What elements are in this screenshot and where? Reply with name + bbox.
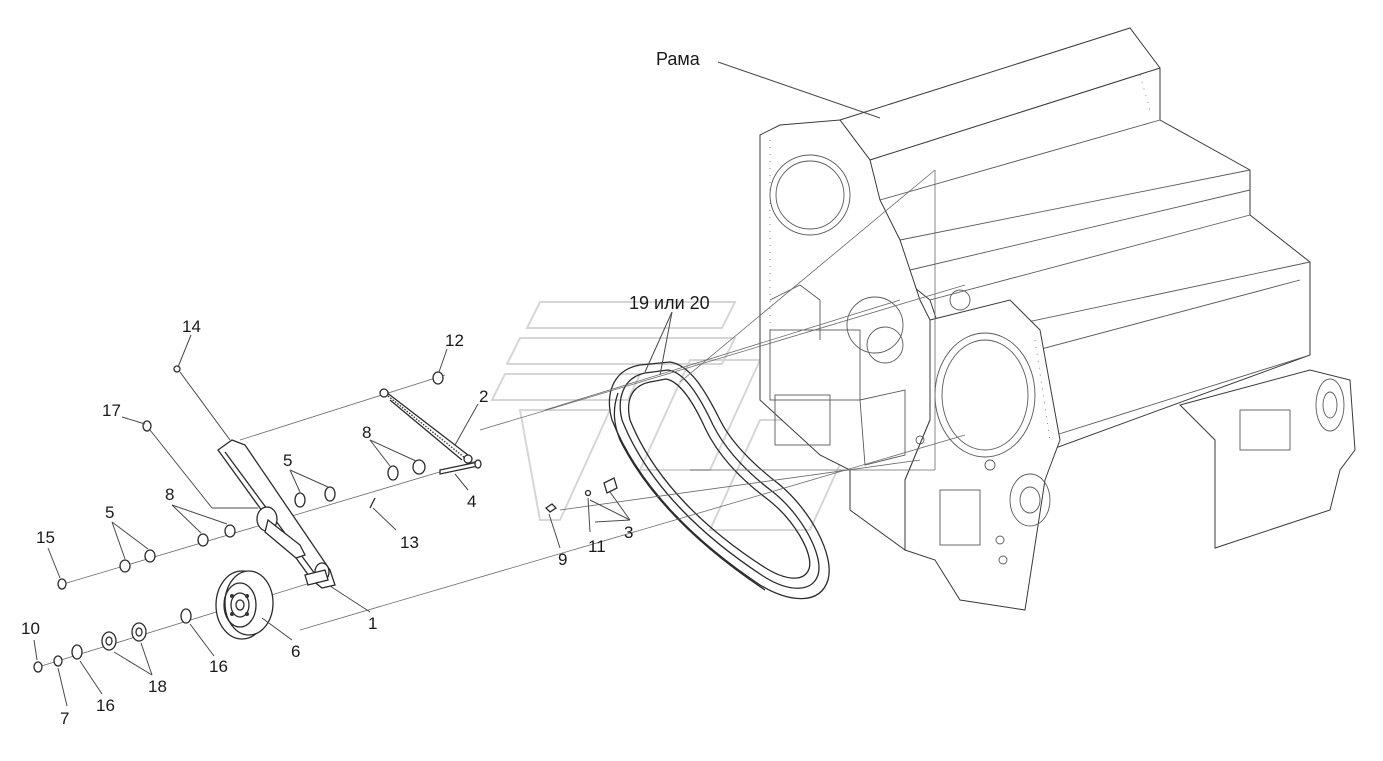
- callout-8-upper: 8: [362, 423, 371, 442]
- callout-5-lower: 5: [105, 503, 114, 522]
- callout-leaders: [33, 334, 631, 707]
- belt-leader-2: [659, 311, 673, 376]
- callout-2: 2: [479, 387, 488, 406]
- nut-12: [432, 371, 444, 385]
- belt-label: 19 или 20: [629, 293, 710, 313]
- callout-7: 7: [60, 709, 69, 728]
- tension-spring: [379, 388, 473, 464]
- tensioner-arm: [217, 439, 336, 589]
- callout-4: 4: [467, 492, 476, 511]
- pin-14: [173, 365, 181, 373]
- callout-16-left: 16: [96, 696, 115, 715]
- frame-label: Рама: [656, 49, 701, 69]
- idler-pulley: [215, 570, 274, 640]
- bolt-4: [439, 459, 482, 475]
- callout-1: 1: [368, 614, 377, 633]
- callout-9: 9: [558, 550, 567, 569]
- callout-15: 15: [36, 528, 55, 547]
- belt-leader-1: [644, 311, 673, 373]
- callout-13: 13: [400, 533, 419, 552]
- bearings-row: [33, 608, 192, 673]
- callout-3: 3: [624, 523, 633, 542]
- assembly-axis-lines: [34, 169, 966, 669]
- callout-12: 12: [445, 331, 464, 350]
- small-parts-9-11-3: [544, 477, 618, 513]
- washers-upper: [294, 459, 426, 508]
- callout-8-lower: 8: [165, 485, 174, 504]
- pin-17: [142, 420, 152, 432]
- cotter-pin-13: [369, 497, 376, 509]
- callout-18: 18: [148, 677, 167, 696]
- callout-10: 10: [21, 619, 40, 638]
- callout-14: 14: [182, 317, 201, 336]
- washers-lower: [57, 524, 236, 590]
- frame-leader-line: [717, 61, 881, 119]
- callout-5-upper: 5: [283, 451, 292, 470]
- callout-16-right: 16: [209, 657, 228, 676]
- callout-17: 17: [102, 401, 121, 420]
- drive-belt: [608, 361, 830, 600]
- frame-assembly: [759, 27, 1356, 611]
- callout-11: 11: [588, 537, 606, 556]
- callout-6: 6: [291, 642, 300, 661]
